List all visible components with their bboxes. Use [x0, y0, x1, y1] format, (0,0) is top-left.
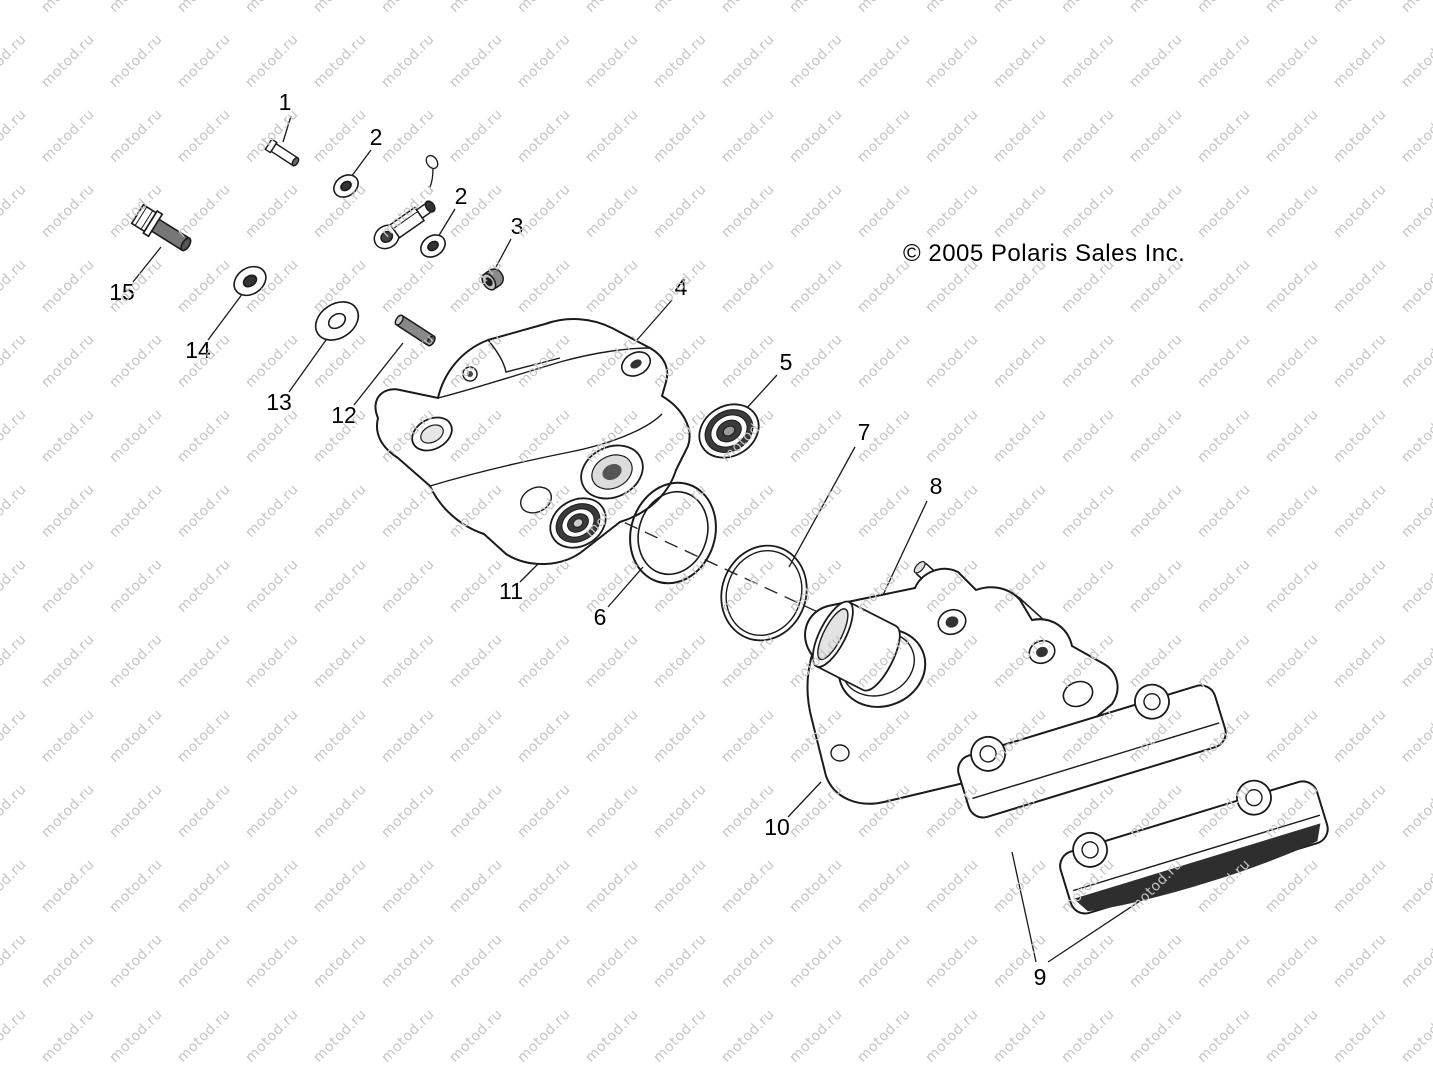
- callout-15: 15: [109, 279, 135, 305]
- part-13-washer: [314, 301, 360, 341]
- part-9-brake-pads: [957, 683, 1329, 915]
- bleeder-cap: [425, 154, 439, 189]
- part-2-washer-b: [420, 234, 446, 258]
- callout-labels: 1 2 2 3 4 5 6 7 8 9 10 11 12 13 14 15: [109, 89, 1046, 990]
- callout-14: 14: [185, 337, 211, 363]
- part-3-bushing: [481, 268, 504, 291]
- part-12-pin: [394, 314, 436, 347]
- callout-13: 13: [266, 389, 292, 415]
- brake-pad-inner: [1059, 779, 1329, 915]
- callout-6: 6: [594, 604, 607, 630]
- callout-2a: 2: [370, 124, 383, 150]
- callout-12: 12: [331, 402, 357, 428]
- copyright-notice: © 2005 Polaris Sales Inc.: [903, 240, 1186, 267]
- bracket-ear-hole: [1062, 680, 1094, 708]
- callout-2b: 2: [455, 183, 468, 209]
- bleeder-valve: [373, 200, 436, 250]
- callout-3: 3: [511, 213, 524, 239]
- callout-8: 8: [930, 473, 943, 499]
- callout-11: 11: [499, 578, 523, 604]
- part-6-piston-seal: [629, 481, 717, 585]
- part-1-bolt: [264, 138, 300, 167]
- part-11-boot: [549, 497, 607, 549]
- callout-9: 9: [1034, 964, 1047, 990]
- part-7-oring: [720, 544, 808, 642]
- callout-10: 10: [764, 814, 790, 840]
- part-2-washer-a: [333, 174, 359, 198]
- callout-1: 1: [279, 89, 292, 115]
- brake-pad-outer: [957, 683, 1227, 819]
- callout-5: 5: [780, 349, 793, 375]
- part-5-boot: [698, 403, 760, 459]
- caliper-pin-boss: [519, 486, 553, 514]
- part-4-caliper-body: [374, 318, 691, 565]
- part-15-bolt: [130, 203, 192, 252]
- part-8-piston: [811, 600, 901, 692]
- part-14-washer: [233, 265, 267, 297]
- callout-7: 7: [858, 419, 871, 445]
- callout-4: 4: [675, 274, 688, 300]
- bracket-corner-hole: [830, 744, 850, 762]
